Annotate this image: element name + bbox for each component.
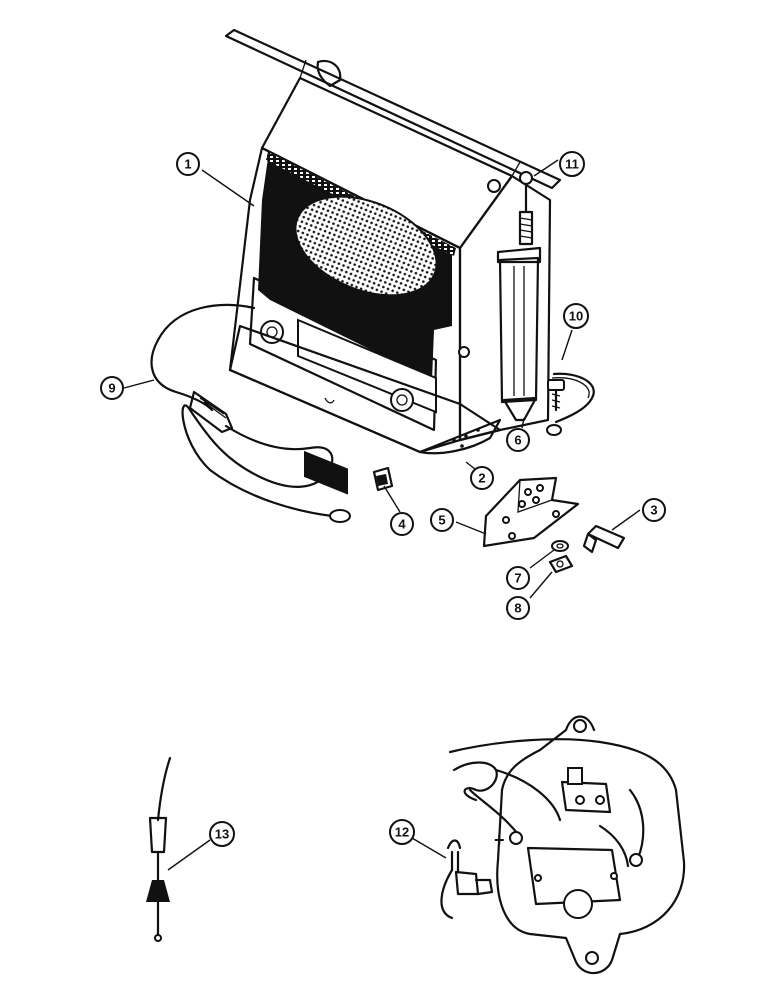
- callout-label-8: 8: [514, 601, 521, 616]
- alternator-assembly: +: [448, 715, 686, 975]
- power-cable: [150, 303, 351, 523]
- leader-lines: [123, 159, 641, 871]
- callout-label-5: 5: [438, 513, 445, 528]
- nut-8: [548, 554, 574, 574]
- callout-8: 8: [506, 596, 530, 620]
- screw-6: [547, 379, 565, 412]
- callout-7: 7: [506, 566, 530, 590]
- callout-12: 12: [389, 819, 415, 845]
- angle-bracket-5: [482, 476, 580, 548]
- callout-label-1: 1: [184, 157, 191, 172]
- callout-label-10: 10: [569, 309, 583, 324]
- callout-label-11: 11: [565, 157, 579, 172]
- capacitor-lead-12: [440, 839, 494, 920]
- callout-5: 5: [430, 508, 454, 532]
- callout-label-13: 13: [215, 827, 229, 842]
- callout-label-9: 9: [108, 381, 115, 396]
- suppressor-lead: [146, 756, 172, 942]
- radio-housing: 5 6 2 0 2 4 0: [224, 28, 562, 495]
- callout-2: 2: [470, 466, 494, 490]
- callout-label-7: 7: [514, 571, 521, 586]
- washer-7: [551, 540, 569, 552]
- bolt-3: [582, 524, 626, 554]
- callout-4: 4: [390, 512, 414, 536]
- callout-label-4: 4: [398, 517, 406, 532]
- callout-label-12: 12: [395, 825, 409, 840]
- callout-label-3: 3: [650, 503, 657, 518]
- callout-13: 13: [209, 821, 235, 847]
- radio-right-knob-icon: [390, 388, 414, 412]
- ground-strap: [546, 372, 595, 436]
- callout-label-2: 2: [478, 471, 485, 486]
- callout-3: 3: [642, 498, 666, 522]
- callout-1: 1: [176, 152, 200, 176]
- antenna-mast: [496, 171, 542, 422]
- mounting-bracket-under: [418, 418, 502, 455]
- callout-10: 10: [563, 303, 589, 329]
- positive-terminal-mark: +: [494, 830, 505, 850]
- clip-4: [372, 466, 394, 492]
- callout-9: 9: [100, 376, 124, 400]
- callout-label-6: 6: [514, 433, 521, 448]
- radio-left-knob-icon: [260, 320, 284, 344]
- callout-11: 11: [559, 151, 585, 177]
- callout-6: 6: [506, 428, 530, 452]
